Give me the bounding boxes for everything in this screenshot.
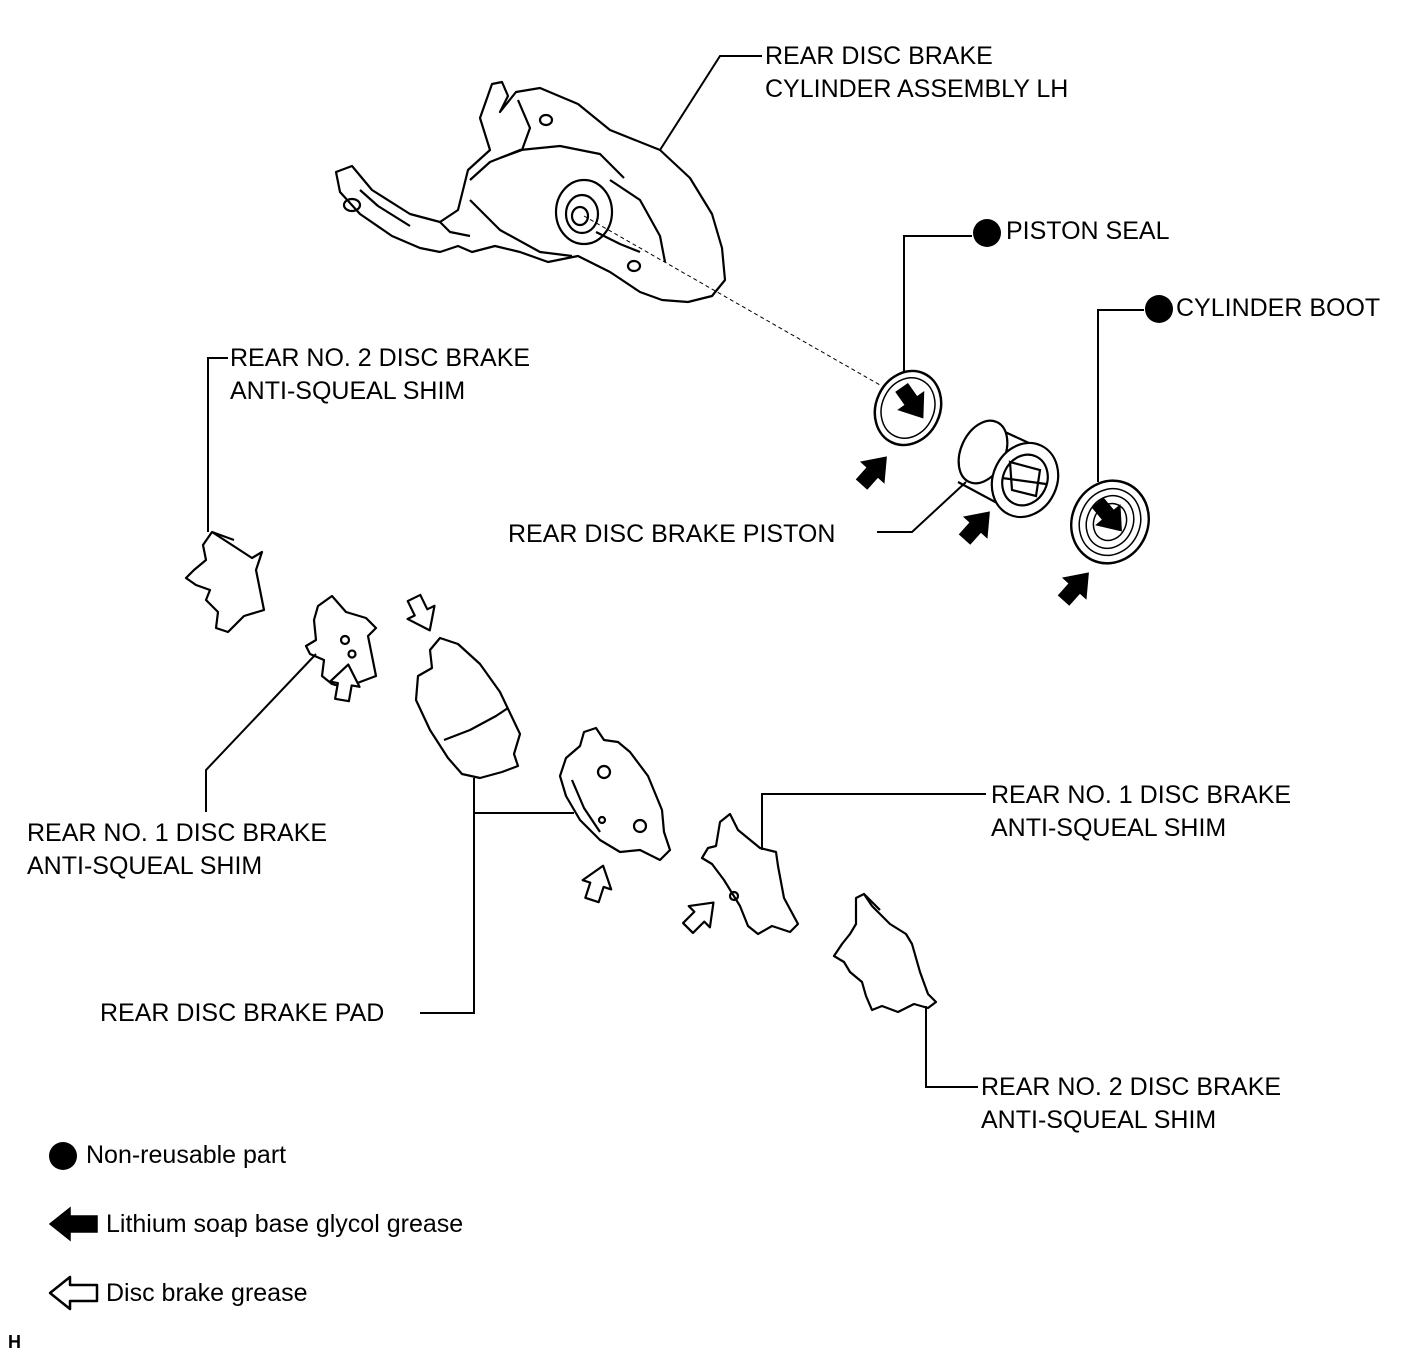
label-shim-no2-upper: REAR NO. 2 DISC BRAKE ANTI-SQUEAL SHIM (230, 342, 530, 408)
label-shim-no1-left-line1: REAR NO. 1 DISC BRAKE (27, 819, 328, 847)
label-caliper-line1: REAR DISC BRAKE (765, 42, 993, 70)
label-shim-no2-upper-line2: ANTI-SQUEAL SHIM (230, 377, 466, 405)
shim-no2-lower (832, 892, 938, 1014)
label-shim-no2-lower-line1: REAR NO. 2 DISC BRAKE (981, 1073, 1282, 1101)
label-brake-pad: REAR DISC BRAKE PAD (100, 999, 385, 1027)
brake-pad-left (414, 636, 522, 780)
label-caliper: REAR DISC BRAKE CYLINDER ASSEMBLY LH (765, 40, 1068, 106)
label-shim-no1-left: REAR NO. 1 DISC BRAKE ANTI-SQUEAL SHIM (27, 817, 327, 883)
label-caliper-line2: CYLINDER ASSEMBLY LH (765, 75, 1069, 103)
label-shim-no2-lower-line2: ANTI-SQUEAL SHIM (981, 1106, 1217, 1134)
legend-non-reusable: Non-reusable part (86, 1141, 287, 1169)
non-reusable-mark-piston-seal (973, 219, 1001, 247)
label-shim-no1-right-line1: REAR NO. 1 DISC BRAKE (991, 781, 1292, 809)
legend-disc-grease: Disc brake grease (106, 1279, 308, 1307)
piston-seal (873, 369, 943, 447)
label-shim-no1-left-line2: ANTI-SQUEAL SHIM (27, 852, 263, 880)
filled-circle-icon (49, 1142, 77, 1170)
legend-lithium-grease: Lithium soap base glycol grease (106, 1210, 464, 1238)
centerline (583, 215, 881, 386)
piston (957, 419, 1060, 519)
label-piston-seal: PISTON SEAL (1006, 217, 1170, 245)
caliper-assembly (334, 80, 727, 304)
shim-no2-upper (184, 530, 266, 634)
label-cylinder-boot: CYLINDER BOOT (1176, 294, 1381, 322)
shim-no1-right (700, 812, 800, 936)
label-piston: REAR DISC BRAKE PISTON (508, 520, 836, 548)
brake-pad-right (558, 726, 672, 862)
cylinder-boot (1070, 479, 1150, 565)
label-shim-no1-right: REAR NO. 1 DISC BRAKE ANTI-SQUEAL SHIM (991, 779, 1291, 845)
solid-arrow-icon (48, 1206, 98, 1242)
label-shim-no2-upper-line1: REAR NO. 2 DISC BRAKE (230, 344, 531, 372)
lithium-grease-arrows (850, 378, 1134, 611)
corner-mark: H (8, 1332, 21, 1352)
non-reusable-mark-cylinder-boot (1145, 295, 1173, 323)
disc-grease-arrows (326, 590, 726, 940)
outline-arrow-icon (48, 1275, 99, 1311)
leader-lines (205, 55, 1144, 1088)
label-shim-no1-right-line2: ANTI-SQUEAL SHIM (991, 814, 1227, 842)
label-shim-no2-lower: REAR NO. 2 DISC BRAKE ANTI-SQUEAL SHIM (981, 1071, 1281, 1137)
